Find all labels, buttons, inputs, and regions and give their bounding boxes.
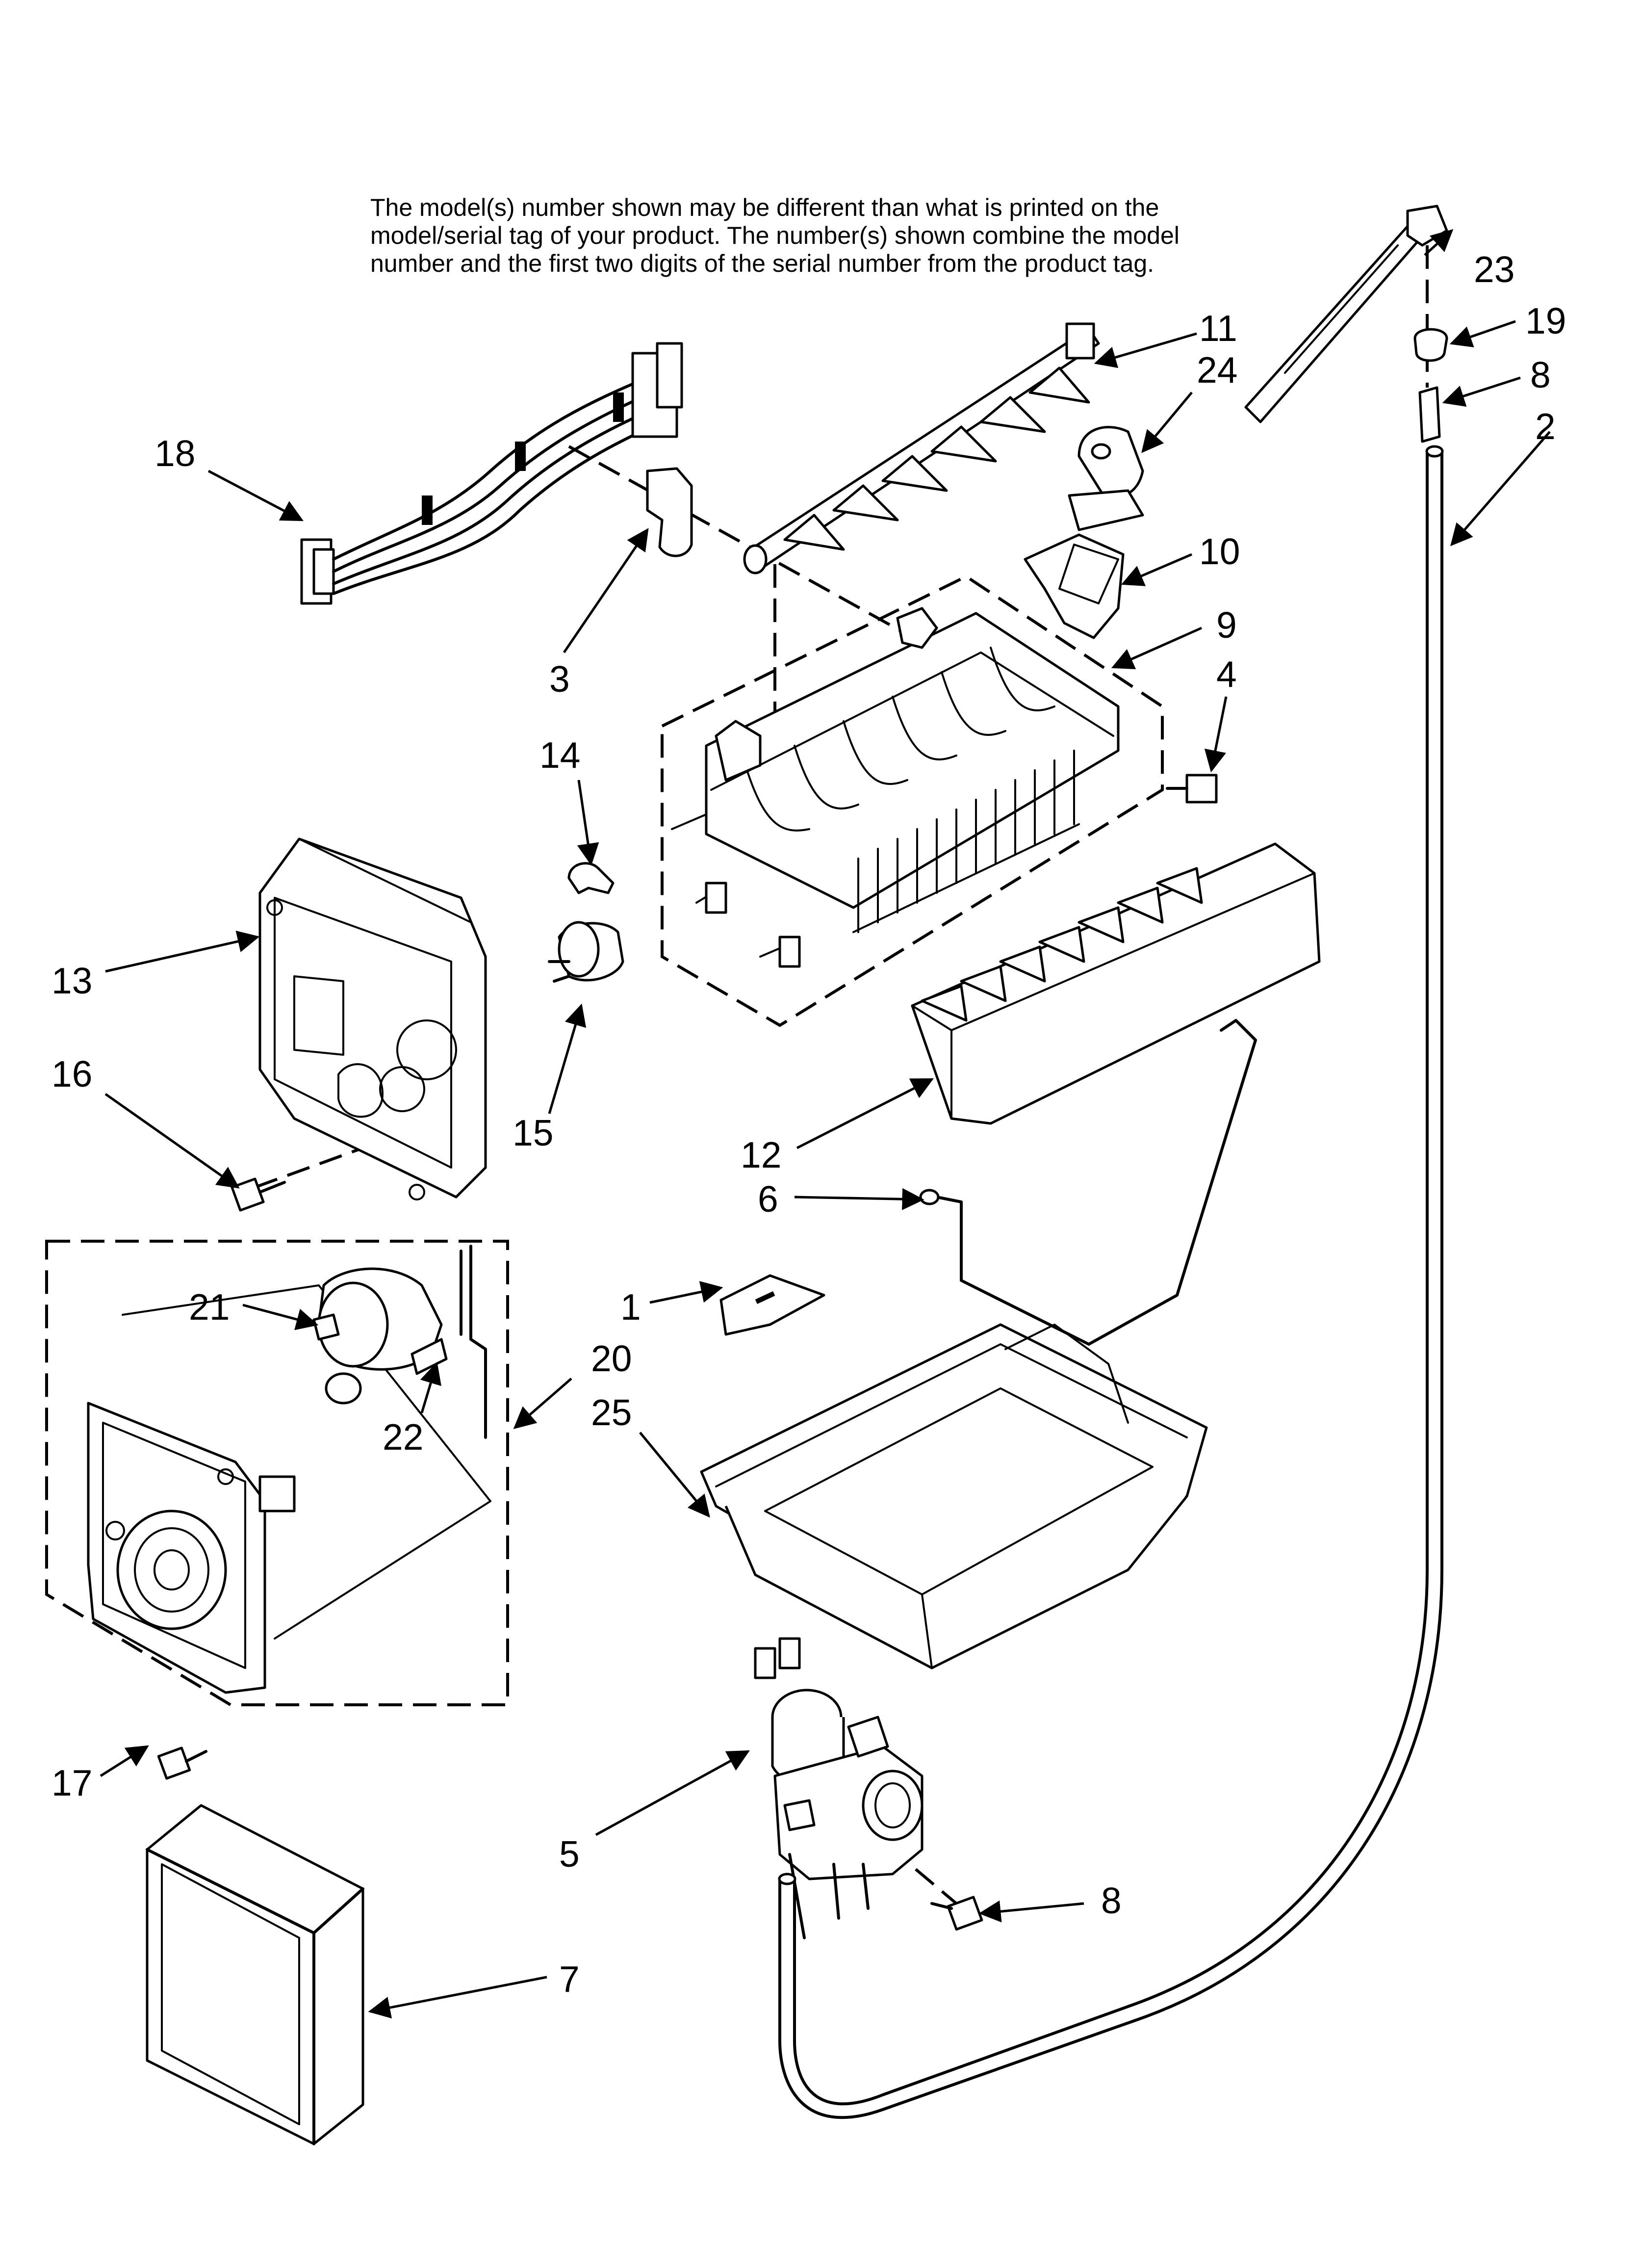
tube-clamp [1418,386,1441,443]
callout-11: 11 [1199,308,1237,349]
motor-assembly [87,1245,491,1694]
callout-24: 24 [1197,349,1237,391]
callout-4: 4 [1216,653,1237,695]
shaft-retainer [1078,426,1144,498]
callout-7: 7 [559,1958,580,2000]
thermostat [548,921,624,983]
callout-1: 1 [620,1286,641,1328]
callout-20: 20 [591,1338,632,1379]
callout-labels: 23 19 8 2 11 24 18 10 9 4 3 14 13 16 15 … [51,249,1566,2000]
ice-mold [671,607,1120,968]
callout-21: 21 [189,1286,230,1328]
water-valve [754,1637,924,1939]
callout-6: 6 [758,1178,778,1220]
callout-16: 16 [51,1053,92,1095]
callout-13: 13 [51,960,92,1001]
callout-19: 19 [1525,300,1566,341]
callout-25: 25 [591,1392,632,1433]
mold-screw [1166,774,1218,804]
shutoff-arm [935,1019,1257,1346]
grommet [1413,328,1448,362]
callout-23: 23 [1474,249,1514,290]
ejector-shaft [743,322,1100,574]
fill-tube [1244,205,1448,423]
callout-18: 18 [154,433,195,474]
callout-12: 12 [741,1134,781,1175]
motor-assembly-outline [45,1240,509,1706]
callout-8-lower: 8 [1101,1880,1122,1921]
motor-screw [157,1747,207,1780]
ice-bin [700,1323,1208,1669]
note-line-3: number and the first two digits of the s… [370,250,1155,277]
ice-maker-assembly-outline [661,574,1164,1027]
note-line-1: The model(s) number shown may be differe… [370,194,1159,221]
wire-harness [300,342,683,605]
callout-3: 3 [549,658,570,700]
control-housing [258,837,487,1200]
harness-clip [646,467,693,557]
callout-9: 9 [1216,604,1237,646]
fill-cup-bearing [1024,533,1125,639]
valve-screw [930,1896,983,1931]
ice-stripper [911,842,1321,1125]
leader-lines [100,229,1551,2019]
callout-14: 14 [539,734,580,776]
front-cover [146,1804,364,2145]
callout-15: 15 [513,1112,553,1153]
callout-22: 22 [383,1416,423,1458]
callout-5: 5 [559,1833,580,1875]
callout-10: 10 [1199,531,1240,572]
water-inlet-tube [778,445,1444,2119]
model-number-note: The model(s) number shown may be differe… [370,194,1180,278]
callout-17: 17 [51,1762,92,1803]
note-line-2: model/serial tag of your product. The nu… [370,222,1180,249]
mounting-bracket [719,1274,825,1336]
callout-2: 2 [1535,406,1556,447]
callout-8-upper: 8 [1530,354,1551,395]
housing-screw [231,1177,286,1212]
thermostat-clip [567,862,615,894]
